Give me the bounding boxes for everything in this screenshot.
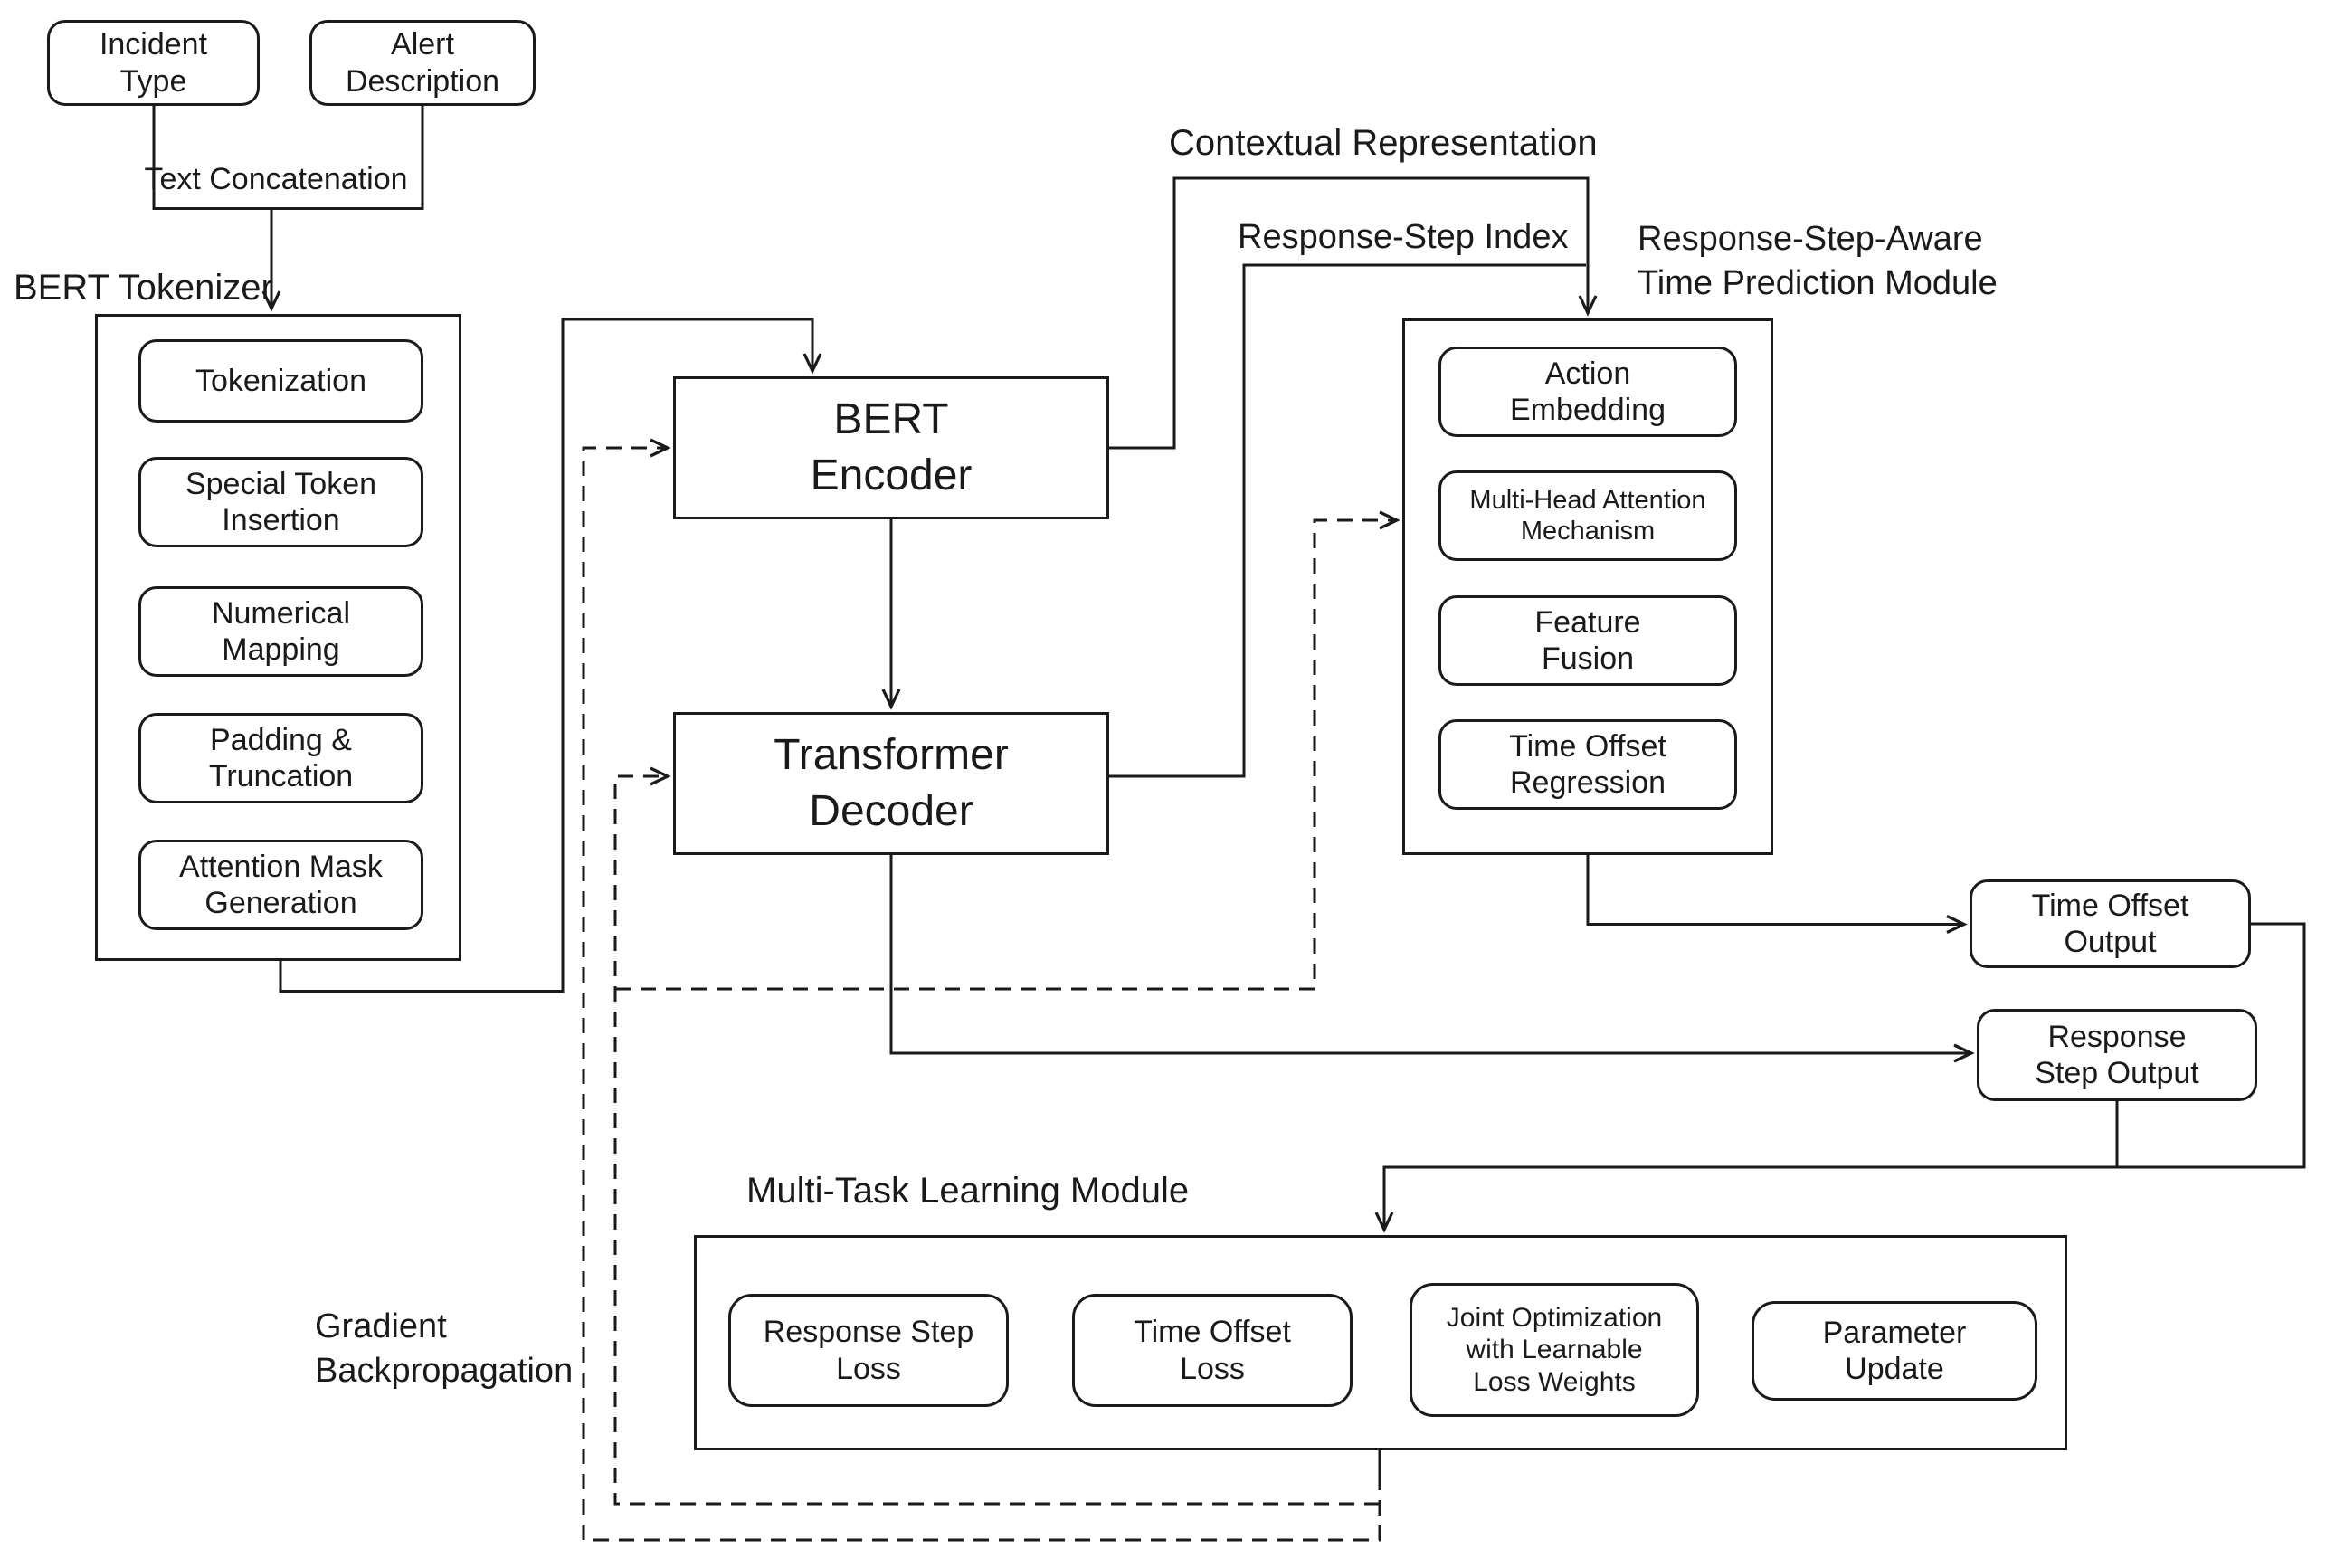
label-text-concatenation: Text Concatenation: [144, 162, 408, 196]
node-incident-type: Incident Type: [47, 20, 260, 106]
node-parameter-update: Parameter Update: [1752, 1301, 2037, 1401]
label-bert-tokenizer: BERT Tokenizer: [14, 268, 273, 308]
node-alert-description: Alert Description: [309, 20, 536, 106]
label-gradient-backpropagation: Gradient Backpropagation: [315, 1307, 574, 1391]
label-response-step-aware-module: Response-Step-Aware Time Prediction Modu…: [1638, 220, 1998, 303]
node-time-offset-regression: Time Offset Regression: [1438, 719, 1737, 810]
node-response-step-output: Response Step Output: [1977, 1009, 2257, 1101]
node-numerical-mapping: Numerical Mapping: [138, 586, 423, 677]
node-transformer-decoder: Transformer Decoder: [673, 712, 1109, 855]
node-time-offset-output: Time Offset Output: [1970, 879, 2251, 968]
node-bert-encoder: BERT Encoder: [673, 376, 1109, 519]
node-padding-truncation: Padding & Truncation: [138, 713, 423, 803]
node-feature-fusion: Feature Fusion: [1438, 595, 1737, 686]
node-action-embedding: Action Embedding: [1438, 347, 1737, 437]
label-contextual-representation: Contextual Representation: [1169, 123, 1598, 163]
label-response-step-index: Response-Step Index: [1238, 218, 1569, 256]
node-attention-mask-generation: Attention Mask Generation: [138, 840, 423, 930]
node-response-step-loss: Response Step Loss: [728, 1294, 1009, 1407]
node-multi-head-attention: Multi-Head Attention Mechanism: [1438, 470, 1737, 561]
node-joint-optimization: Joint Optimization with Learnable Loss W…: [1410, 1283, 1699, 1417]
label-multi-task-learning-module: Multi-Task Learning Module: [746, 1171, 1190, 1211]
node-tokenization: Tokenization: [138, 339, 423, 423]
node-special-token-insertion: Special Token Insertion: [138, 457, 423, 547]
node-time-offset-loss: Time Offset Loss: [1072, 1294, 1353, 1407]
